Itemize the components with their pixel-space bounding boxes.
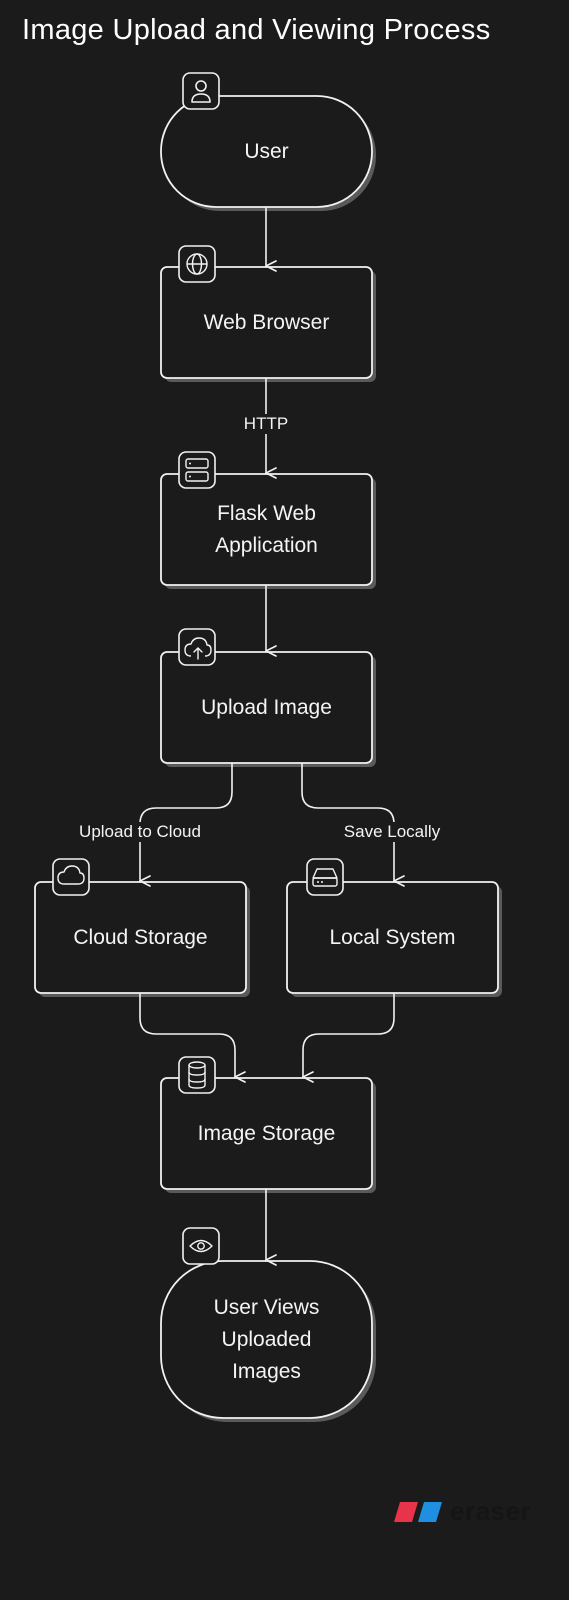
- edge-label-upload-cloud: Upload to Cloud: [75, 822, 205, 842]
- browser-node-label: Web Browser: [203, 310, 330, 334]
- edge-cloud-imgstore: [139, 993, 246, 1083]
- local-node[interactable]: [286, 881, 499, 994]
- edge-label-http: HTTP: [239, 414, 293, 434]
- server-icon: [178, 451, 216, 489]
- edge-upload-local: [301, 763, 405, 887]
- database-icon: [178, 1056, 216, 1094]
- edge-local-imgstore: [302, 993, 395, 1083]
- user-icon: [182, 72, 220, 110]
- eraser-logo-icon: [394, 1501, 442, 1522]
- flask-node-label: Flask Web Application: [215, 501, 318, 557]
- imgstore-node-label: Image Storage: [197, 1121, 336, 1145]
- eye-icon: [182, 1227, 220, 1265]
- cloud-upload-icon: [178, 628, 216, 666]
- edge-label-save-local: Save Locally: [339, 822, 445, 842]
- eraser-watermark: eraser: [394, 1496, 531, 1527]
- imgstore-node[interactable]: [160, 1077, 373, 1190]
- diagram-title: Image Upload and Viewing Process: [22, 14, 491, 46]
- cloud-icon: [52, 858, 90, 896]
- globe-icon: [178, 245, 216, 283]
- hard-drive-icon: [306, 858, 344, 896]
- user-node[interactable]: [160, 95, 373, 208]
- eraser-watermark-text: eraser: [450, 1496, 532, 1526]
- edge-upload-cloud: [139, 763, 233, 887]
- upload-node-label: Upload Image: [201, 695, 332, 719]
- cloud-node-label: Cloud Storage: [73, 925, 208, 949]
- views-node-label: User Views Uploaded Images: [213, 1295, 320, 1383]
- local-node-label: Local System: [329, 925, 456, 949]
- user-node-label: User: [244, 139, 289, 163]
